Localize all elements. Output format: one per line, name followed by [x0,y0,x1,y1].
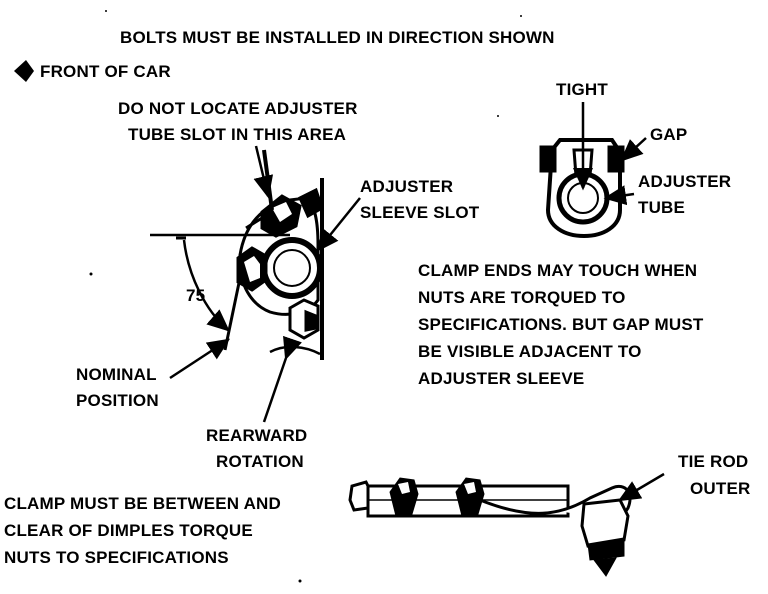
clamp-ends-note-line1: CLAMP ENDS MAY TOUCH WHEN [418,261,697,280]
title-text: BOLTS MUST BE INSTALLED IN DIRECTION SHO… [120,28,555,47]
rotation-arc [269,345,321,356]
do-not-locate-label-line2: TUBE SLOT IN THIS AREA [128,125,346,144]
adjuster-sleeve-slot-label-line2: SLEEVE SLOT [360,203,480,222]
do-not-locate-label-line1: DO NOT LOCATE ADJUSTER [118,99,358,118]
rearward-leader [262,335,302,423]
clamp-ends-note-line5: ADJUSTER SLEEVE [418,369,584,388]
rearward-rotation-label-line2: ROTATION [216,452,304,471]
side-clamp-illustration [236,149,324,360]
adjuster-tube-label-line2: TUBE [638,198,685,217]
rearward-rotation-label-line1: REARWARD [206,426,307,445]
gap-label: GAP [650,125,687,144]
nominal-position-label-line2: POSITION [76,391,159,410]
front-of-car-label: FRONT OF CAR [40,62,171,81]
clamp-ends-note-line4: BE VISIBLE ADJACENT TO [418,342,642,361]
clamp-detail-illustration [539,102,647,239]
tie-rod-outer-label-line1: TIE ROD [678,452,748,471]
tight-label: TIGHT [556,80,608,99]
adjuster-tube-label-line1: ADJUSTER [638,172,731,191]
tie-rod-illustration [348,472,665,577]
clamp-between-note-line1: CLAMP MUST BE BETWEEN AND [4,494,281,513]
sleeve-slot-leader [316,197,361,252]
clamp-between-note-line2: CLEAR OF DIMPLES TORQUE [4,521,253,540]
angle-indicator [150,233,290,351]
clamp-ends-note-line3: SPECIFICATIONS. BUT GAP MUST [418,315,704,334]
adjuster-sleeve-slot-label-line1: ADJUSTER [360,177,453,196]
clamp-between-note-line3: NUTS TO SPECIFICATIONS [4,548,229,567]
front-arrow-icon [14,60,34,82]
do-not-locate-leader [253,145,274,199]
scan-specks [89,10,522,583]
tie-rod-outer-label-line2: OUTER [690,479,751,498]
angle-label: 75 [186,286,205,305]
clamp-ends-note-line2: NUTS ARE TORQUED TO [418,288,626,307]
nominal-position-label-line1: NOMINAL [76,365,157,384]
nominal-leader [169,338,231,380]
